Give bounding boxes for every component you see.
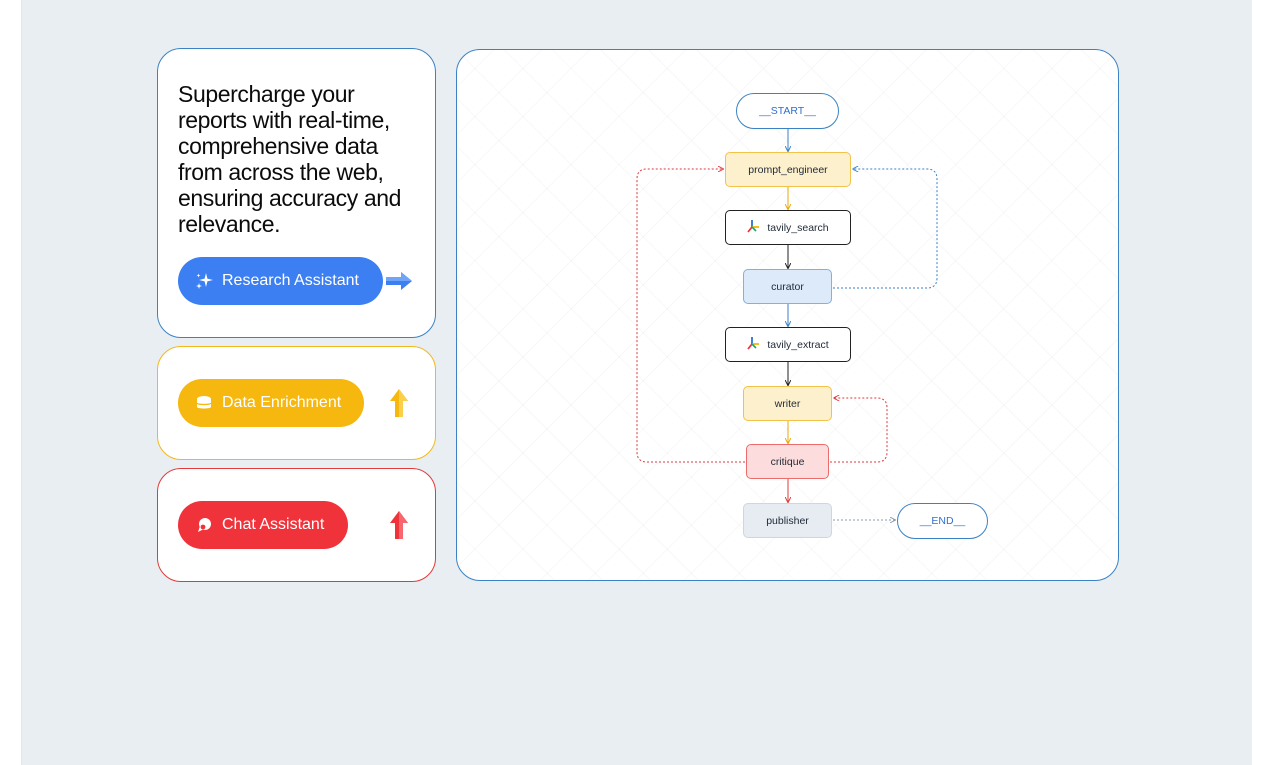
graph-node-tavily-extract[interactable]: tavily_extract <box>725 327 851 362</box>
graph-node-critique[interactable]: critique <box>746 444 829 479</box>
left-gutter <box>0 0 22 765</box>
arrow-up-icon <box>388 509 410 546</box>
graph-node-curator-label: curator <box>771 280 804 293</box>
graph-node-prompt-engineer-label: prompt_engineer <box>748 163 828 176</box>
graph-edges <box>636 129 938 581</box>
research-assistant-button[interactable]: Research Assistant <box>178 257 383 305</box>
graph-node-tavily-search[interactable]: tavily_search <box>725 210 851 245</box>
graph-node-start[interactable]: __START__ <box>736 93 839 129</box>
data-enrichment-card: Data Enrichment <box>157 346 436 460</box>
graph-node-curator[interactable]: curator <box>743 269 832 304</box>
chat-bubble-icon <box>194 515 214 535</box>
arrow-right-icon <box>384 270 414 297</box>
right-gutter <box>1252 0 1270 765</box>
graph-node-end[interactable]: __END__ <box>897 503 988 539</box>
graph-node-publisher-label: publisher <box>766 514 809 527</box>
graph-node-writer-label: writer <box>774 397 801 410</box>
graph-node-start-label: __START__ <box>759 105 816 117</box>
graph-node-prompt-engineer[interactable]: prompt_engineer <box>725 152 851 187</box>
data-enrichment-label: Data Enrichment <box>222 394 342 411</box>
chat-assistant-button[interactable]: Chat Assistant <box>178 501 348 549</box>
workflow-graph: __START__ prompt_engineer tavily_search … <box>456 49 1119 581</box>
graph-node-tavily-extract-label: tavily_extract <box>767 338 829 351</box>
tavily-logo-icon <box>747 336 761 353</box>
graph-node-critique-label: critique <box>770 455 805 468</box>
sparkles-icon <box>194 271 214 291</box>
hero-headline: Supercharge your reports with real-time,… <box>178 81 402 237</box>
database-icon <box>194 393 214 413</box>
graph-node-tavily-search-label: tavily_search <box>767 221 829 234</box>
arrow-up-icon <box>388 387 410 424</box>
graph-node-publisher[interactable]: publisher <box>743 503 832 538</box>
graph-node-end-label: __END__ <box>919 515 966 527</box>
graph-node-writer[interactable]: writer <box>743 386 832 421</box>
research-assistant-label: Research Assistant <box>222 272 359 289</box>
data-enrichment-button[interactable]: Data Enrichment <box>178 379 364 427</box>
chat-assistant-label: Chat Assistant <box>222 516 325 533</box>
chat-assistant-card: Chat Assistant <box>157 468 436 582</box>
tavily-logo-icon <box>747 219 761 236</box>
research-card: Supercharge your reports with real-time,… <box>157 48 436 338</box>
